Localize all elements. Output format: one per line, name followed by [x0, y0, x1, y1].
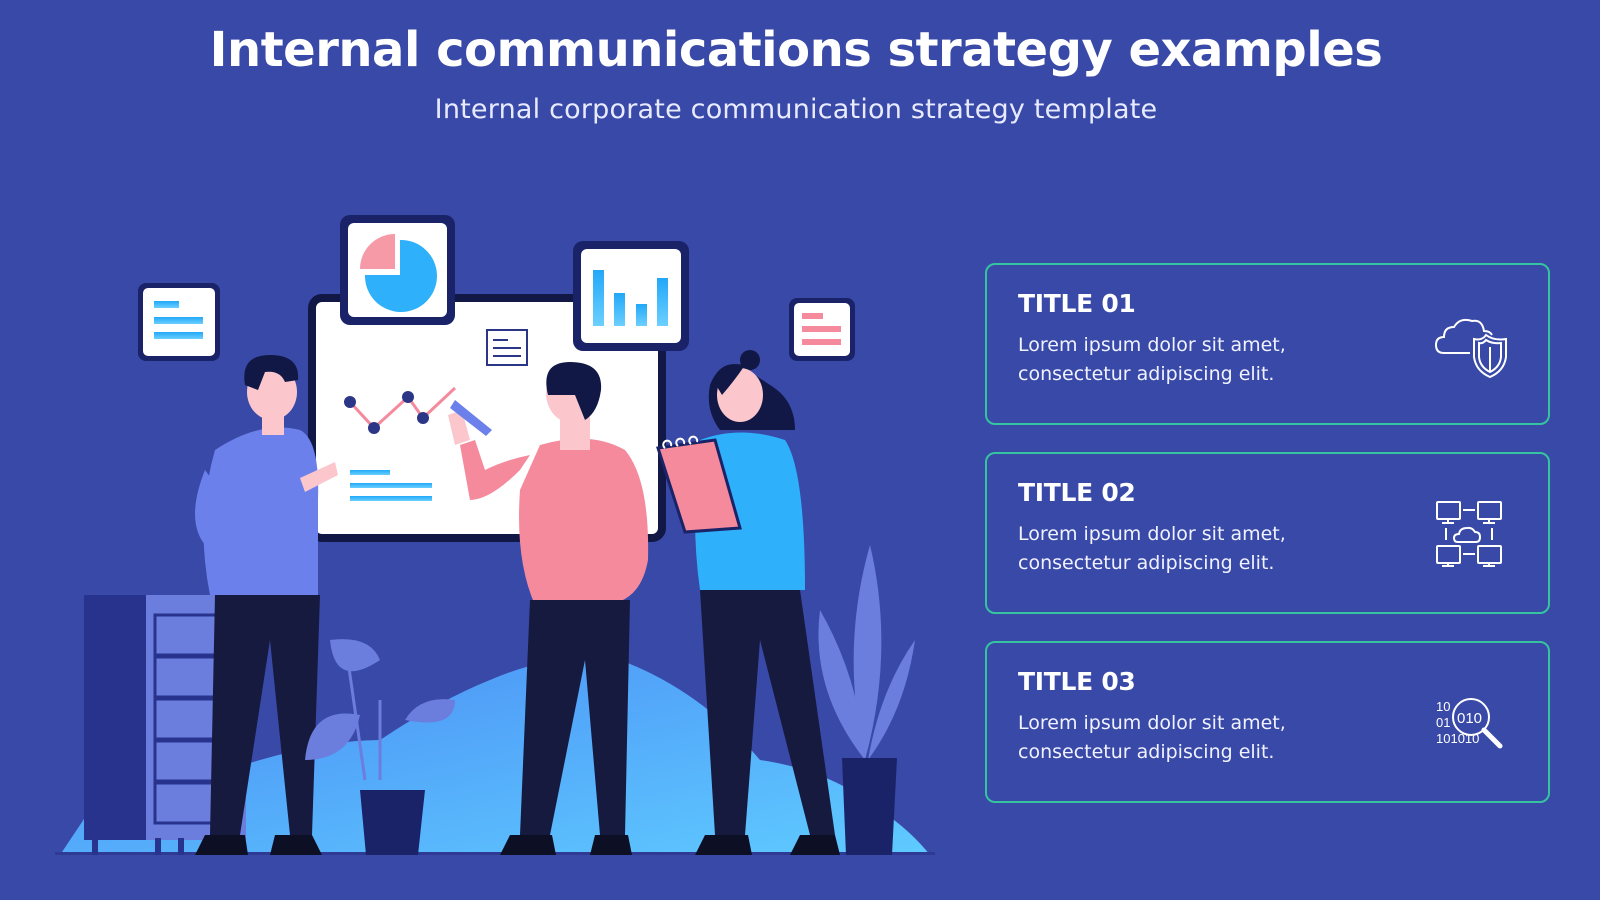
document-icon [486, 329, 528, 366]
text-card-blue [138, 283, 220, 361]
info-card-2: TITLE 02 Lorem ipsum dolor sit amet, con… [985, 452, 1550, 614]
cloud-shield-icon [1434, 318, 1507, 379]
hill-shape [60, 657, 930, 855]
card-body: Lorem ipsum dolor sit amet, consectetur … [1018, 523, 1286, 574]
card-body: Lorem ipsum dolor sit amet, consectetur … [1018, 712, 1286, 763]
team-illustration [55, 215, 935, 855]
card-title: TITLE 02 [1018, 478, 1136, 507]
line-chart-icon [344, 386, 457, 434]
pie-chart-card [340, 215, 455, 325]
bar-chart-card [573, 241, 689, 351]
binary-text: 01 [1436, 715, 1450, 730]
plant-left [305, 639, 455, 855]
binary-lens-text: 010 [1457, 710, 1482, 727]
card-title: TITLE 03 [1018, 667, 1136, 696]
plant-right [818, 545, 915, 855]
page-subtitle: Internal corporate communication strateg… [434, 94, 1158, 125]
person-middle [448, 362, 649, 855]
binary-search-icon: 10 01 101010 010 [1436, 698, 1503, 749]
network-computers-cloud-icon [1436, 501, 1502, 567]
card-title: TITLE 01 [1018, 289, 1136, 318]
card-body: Lorem ipsum dolor sit amet, consectetur … [1018, 334, 1286, 385]
page-title: Internal communications strategy example… [209, 22, 1383, 78]
info-card-3: TITLE 03 Lorem ipsum dolor sit amet, con… [985, 641, 1550, 803]
binary-text: 10 [1436, 699, 1450, 714]
text-card-pink [789, 298, 855, 361]
info-card-1: TITLE 01 Lorem ipsum dolor sit amet, con… [985, 263, 1550, 425]
person-right [656, 350, 840, 855]
person-left [195, 355, 338, 855]
